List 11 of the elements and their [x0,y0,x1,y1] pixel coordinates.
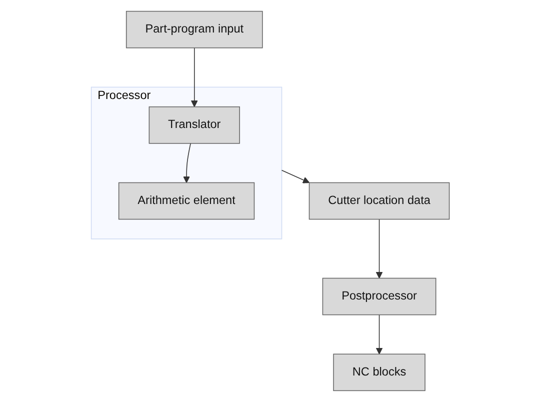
arrow [191,47,198,108]
node-box: Translator [149,106,240,144]
arrow [183,143,192,184]
arrow [376,314,383,354]
node-box: NC blocks [333,354,426,392]
arrow [376,218,383,279]
arrow [282,170,310,184]
node-box: Arithmetic element [118,182,255,220]
node-box: Postprocessor [322,278,436,316]
node-box: Part-program input [126,10,264,48]
node-box: Cutter location data [309,182,450,220]
